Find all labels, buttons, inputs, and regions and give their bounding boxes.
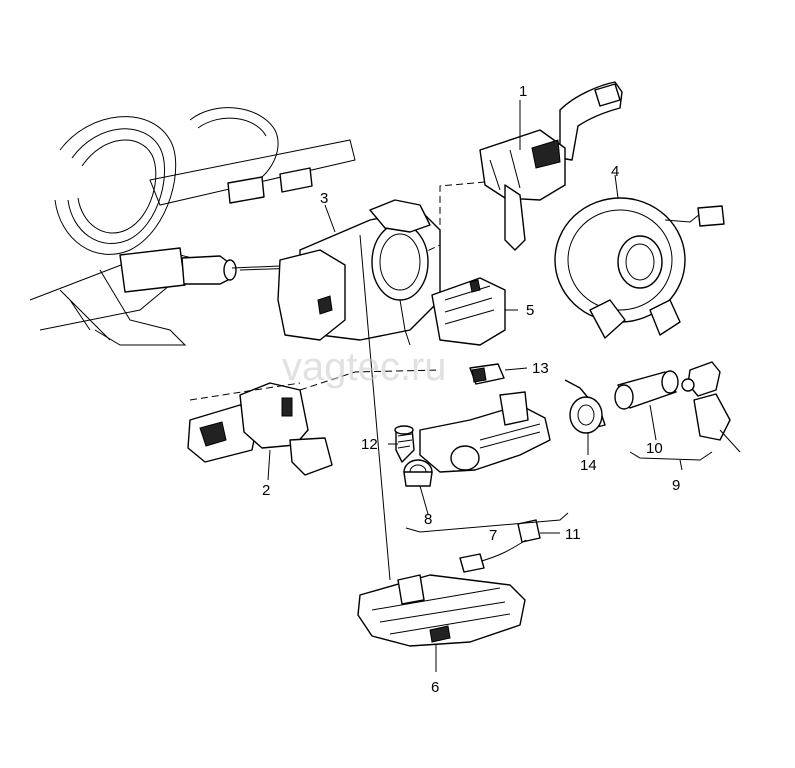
callout-13: 13 (532, 360, 549, 377)
part-10-lock-cylinder (614, 370, 679, 410)
part-13-small-connector (469, 363, 505, 385)
part-5-connector-block (431, 277, 506, 346)
callout-3: 3 (320, 190, 328, 207)
callout-1: 1 (519, 83, 527, 100)
callout-14: 14 (580, 457, 597, 474)
callout-10: 10 (646, 440, 663, 457)
part-12-screw (394, 425, 415, 463)
callout-7: 7 (489, 527, 497, 544)
callout-5: 5 (526, 302, 534, 319)
callout-4: 4 (611, 163, 619, 180)
part-14-ring (564, 379, 606, 434)
callout-11: 11 (565, 526, 581, 543)
part-7-lock-housing (419, 391, 551, 473)
watermark: vagtec.ru (282, 345, 447, 389)
part-9-keys (681, 361, 741, 453)
part-6-control-module (357, 574, 526, 647)
callout-6: 6 (431, 679, 439, 696)
callout-12: 12 (361, 436, 378, 453)
part-1-combination-lever (479, 81, 623, 251)
part-2-lever-switch (187, 382, 333, 476)
callout-9: 9 (672, 477, 680, 494)
callout-2: 2 (262, 482, 270, 499)
part-4-clock-spring (554, 197, 725, 339)
part-3-switch-housing (277, 199, 441, 346)
leader-lines (231, 100, 713, 672)
part-11-wiring-harness (459, 519, 541, 573)
steering-column-context (29, 107, 356, 346)
assembly-dashed-lines (189, 181, 486, 401)
callout-8: 8 (424, 511, 432, 528)
part-8-cylinder-cap (403, 459, 433, 487)
